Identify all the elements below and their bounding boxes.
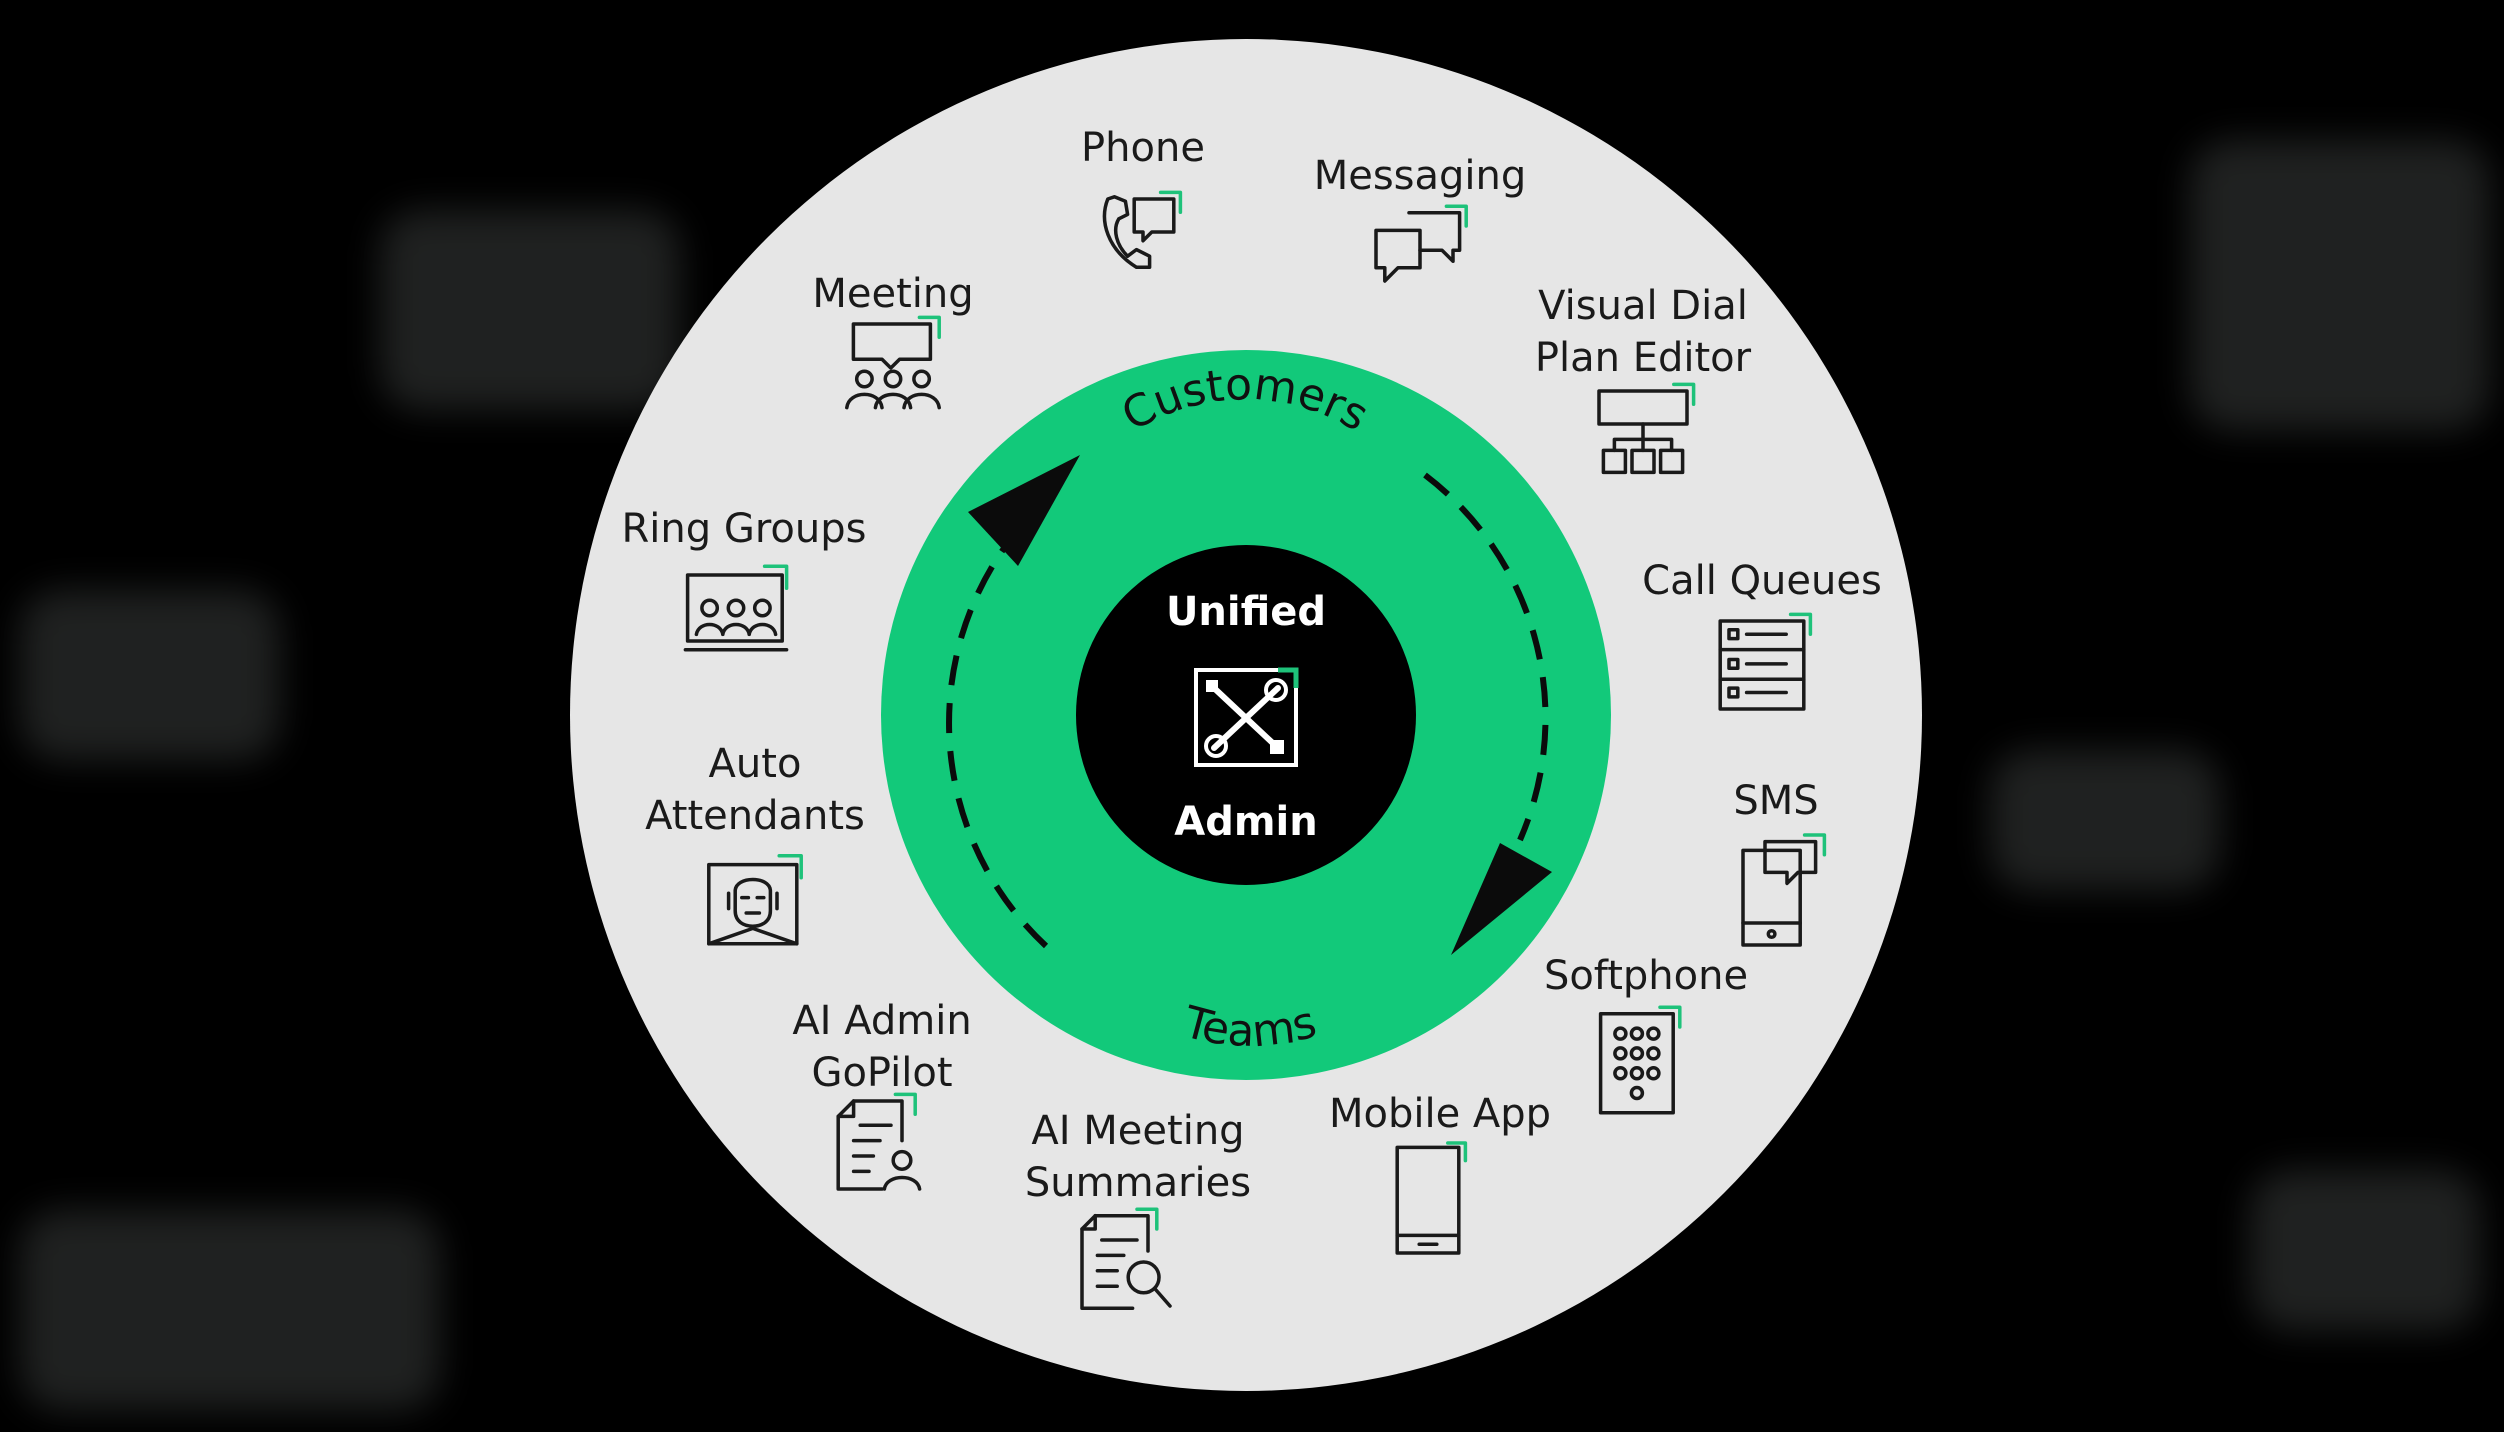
background-blur-panel bbox=[1990, 750, 2220, 890]
background-blur-panel bbox=[2250, 1170, 2480, 1330]
center-title-top: Unified bbox=[1166, 589, 1326, 635]
headset-agent-icon bbox=[700, 847, 810, 957]
left-cycle-arrow bbox=[946, 538, 1049, 949]
document-user-icon bbox=[825, 1090, 935, 1200]
tools-icon bbox=[1194, 667, 1299, 767]
feature-label-softphone: Softphone bbox=[1543, 953, 1749, 999]
mobile-phone-icon bbox=[1373, 1141, 1483, 1255]
feature-label-meeting: Meeting bbox=[812, 271, 974, 317]
document-search-icon bbox=[1071, 1207, 1181, 1317]
feature-label-call-queues: Call Queues bbox=[1642, 558, 1882, 604]
right-cycle-arrow bbox=[1423, 472, 1549, 842]
right-arrowhead bbox=[1451, 843, 1552, 955]
feature-label-messaging: Messaging bbox=[1313, 153, 1527, 199]
phone-icon bbox=[1088, 177, 1198, 287]
feature-label-ring-groups: Ring Groups bbox=[621, 506, 867, 552]
feature-label-mobile-app: Mobile App bbox=[1328, 1091, 1552, 1137]
background-blur-panel bbox=[20, 590, 280, 760]
keypad-icon bbox=[1583, 1005, 1693, 1115]
queue-list-icon bbox=[1707, 610, 1817, 720]
left-arrowhead bbox=[968, 455, 1080, 566]
org-chart-icon bbox=[1588, 380, 1698, 490]
sms-phone-icon bbox=[1721, 833, 1831, 947]
background-blur-panel bbox=[380, 210, 680, 410]
background-blur-panel bbox=[20, 1210, 440, 1410]
chat-bubbles-icon bbox=[1365, 193, 1475, 303]
center-title-bottom: Admin bbox=[1174, 799, 1317, 845]
background-blur-panel bbox=[2190, 140, 2490, 430]
feature-label-sms: SMS bbox=[1733, 778, 1819, 824]
feature-label-phone: Phone bbox=[1081, 125, 1205, 171]
group-screen-icon bbox=[681, 553, 791, 663]
meeting-people-icon bbox=[838, 313, 948, 423]
